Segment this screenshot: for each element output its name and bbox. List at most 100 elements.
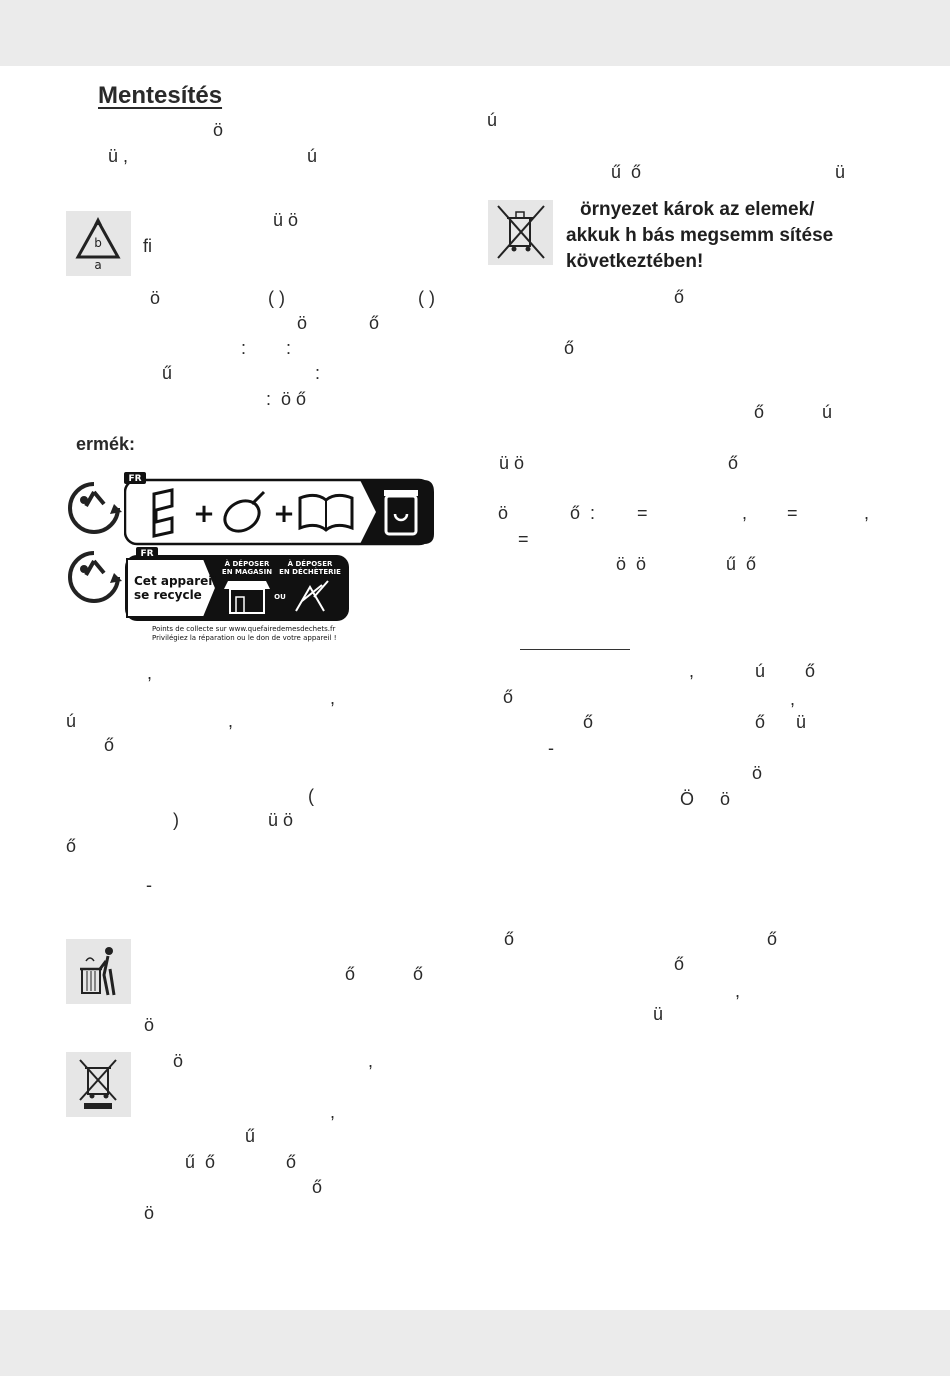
recycle-text-line2: se recycle <box>134 588 202 602</box>
glyph: ü <box>653 1004 664 1024</box>
glyph: ü ö <box>499 453 525 473</box>
triman-footer-line2: Privilégiez la réparation ou le don de v… <box>152 634 337 642</box>
glyph: = <box>787 503 798 523</box>
crossed-battery-bin-icon <box>488 200 553 265</box>
glyph: ő <box>564 338 575 358</box>
glyph: = <box>637 503 648 523</box>
warning-line: örnyezet károk az elemek/ <box>580 199 815 220</box>
deposit-store-line1: À DÉPOSER <box>225 559 270 568</box>
glyph: ö <box>297 313 308 333</box>
glyph: ő <box>345 964 356 984</box>
glyph: ü ö <box>273 210 299 230</box>
glyph: , <box>330 1102 336 1122</box>
glyph: , <box>368 1051 374 1071</box>
glyph: , <box>228 711 234 731</box>
glyph: ( ) <box>268 288 285 308</box>
glyph: , <box>864 503 870 523</box>
glyph: ő <box>104 735 115 755</box>
glyph: ő <box>369 313 380 333</box>
recycle-code-top: b <box>94 236 102 250</box>
glyph: ő <box>674 287 685 307</box>
warning-line: akkuk h bás megsemm sítése <box>566 225 834 246</box>
glyph: : <box>241 338 247 358</box>
glyph: , <box>790 689 796 709</box>
glyph: : <box>315 363 321 383</box>
fr-badge: FR <box>140 549 153 559</box>
glyph: ü <box>835 162 846 182</box>
glyph: ő : <box>570 503 596 523</box>
page-title: Mentesítés <box>98 82 223 109</box>
fr-badge: FR <box>128 474 141 484</box>
svg-text:+: + <box>193 499 215 529</box>
glyph: ű ő <box>185 1152 216 1172</box>
glyph: ü , <box>108 146 129 166</box>
glyph: ű <box>162 363 173 383</box>
glyph: ö <box>752 763 763 783</box>
glyph: ö <box>173 1051 184 1071</box>
glyph: ú <box>307 146 318 166</box>
glyph: , <box>689 661 695 681</box>
glyph: ú <box>487 110 498 130</box>
glyph: ő <box>66 836 77 856</box>
glyph: ü ö <box>268 810 294 830</box>
recycle-code-bottom: a <box>94 258 101 272</box>
glyph: - <box>548 738 554 758</box>
deposit-store-line2: EN MAGASIN <box>222 568 272 576</box>
glyph: ö <box>213 120 224 140</box>
glyph: fi <box>143 236 152 256</box>
glyph: ) <box>173 810 179 830</box>
glyph: ú <box>66 711 77 731</box>
glyph: ű <box>245 1126 256 1146</box>
recycling-code-icon: b a <box>66 211 131 276</box>
deposit-center-line1: À DÉPOSER <box>288 559 333 568</box>
glyph: ö <box>720 789 731 809</box>
glyph: ü <box>796 712 807 732</box>
glyph: ú <box>822 402 833 422</box>
svg-text:+: + <box>273 499 295 529</box>
glyph: ö <box>144 1015 155 1035</box>
glyph: Ö <box>680 789 695 809</box>
glyph: ő <box>583 712 594 732</box>
glyph: , <box>147 663 153 683</box>
triman-icon <box>64 478 124 538</box>
glyph: ő <box>767 929 778 949</box>
deposit-center-line2: EN DÉCHÈTERIE <box>279 567 341 576</box>
glyph: ( ) <box>418 288 435 308</box>
glyph: ő <box>754 402 765 422</box>
divider-line <box>520 649 630 650</box>
glyph: ő <box>413 964 424 984</box>
triman-icon <box>64 547 124 607</box>
bottom-band <box>0 1310 950 1376</box>
glyph: , <box>735 981 741 1001</box>
triman-footer-line1: Points de collecte sur www.quefairedemes… <box>152 625 335 633</box>
top-band <box>0 0 950 66</box>
glyph: ű ő <box>611 162 642 182</box>
glyph: = <box>518 529 529 549</box>
glyph: ő <box>286 1152 297 1172</box>
crossed-bin-icon <box>66 1052 131 1117</box>
recycle-text-line1: Cet appareil <box>134 574 217 588</box>
glyph: ú <box>755 661 766 681</box>
glyph: ő <box>504 929 515 949</box>
glyph: , <box>742 503 748 523</box>
battery-warning-heading: örnyezet károk az elemek/ akkuk h bás me… <box>566 197 833 275</box>
glyph: : <box>286 338 292 358</box>
product-label: ermék: <box>76 434 136 454</box>
glyph: ő <box>674 954 685 974</box>
triman-deposit-panel: FR Cet appareil se recycle À DÉPOSER EN … <box>124 545 356 643</box>
glyph: ö ö <box>616 554 647 574</box>
glyph: : ö ő <box>266 389 307 409</box>
litter-bin-icon <box>66 939 131 1004</box>
glyph: ( <box>308 786 314 806</box>
glyph: ö <box>150 288 161 308</box>
triman-recycle-panel: FR + + <box>123 472 436 546</box>
glyph: - <box>146 875 152 895</box>
glyph: ő <box>805 661 816 681</box>
glyph: ő <box>755 712 766 732</box>
glyph: , <box>330 688 336 708</box>
or-label: OU <box>274 593 286 601</box>
glyph: ő <box>312 1177 323 1197</box>
glyph: ö <box>144 1203 155 1223</box>
glyph: ű ő <box>726 554 757 574</box>
glyph: ö <box>498 503 509 523</box>
